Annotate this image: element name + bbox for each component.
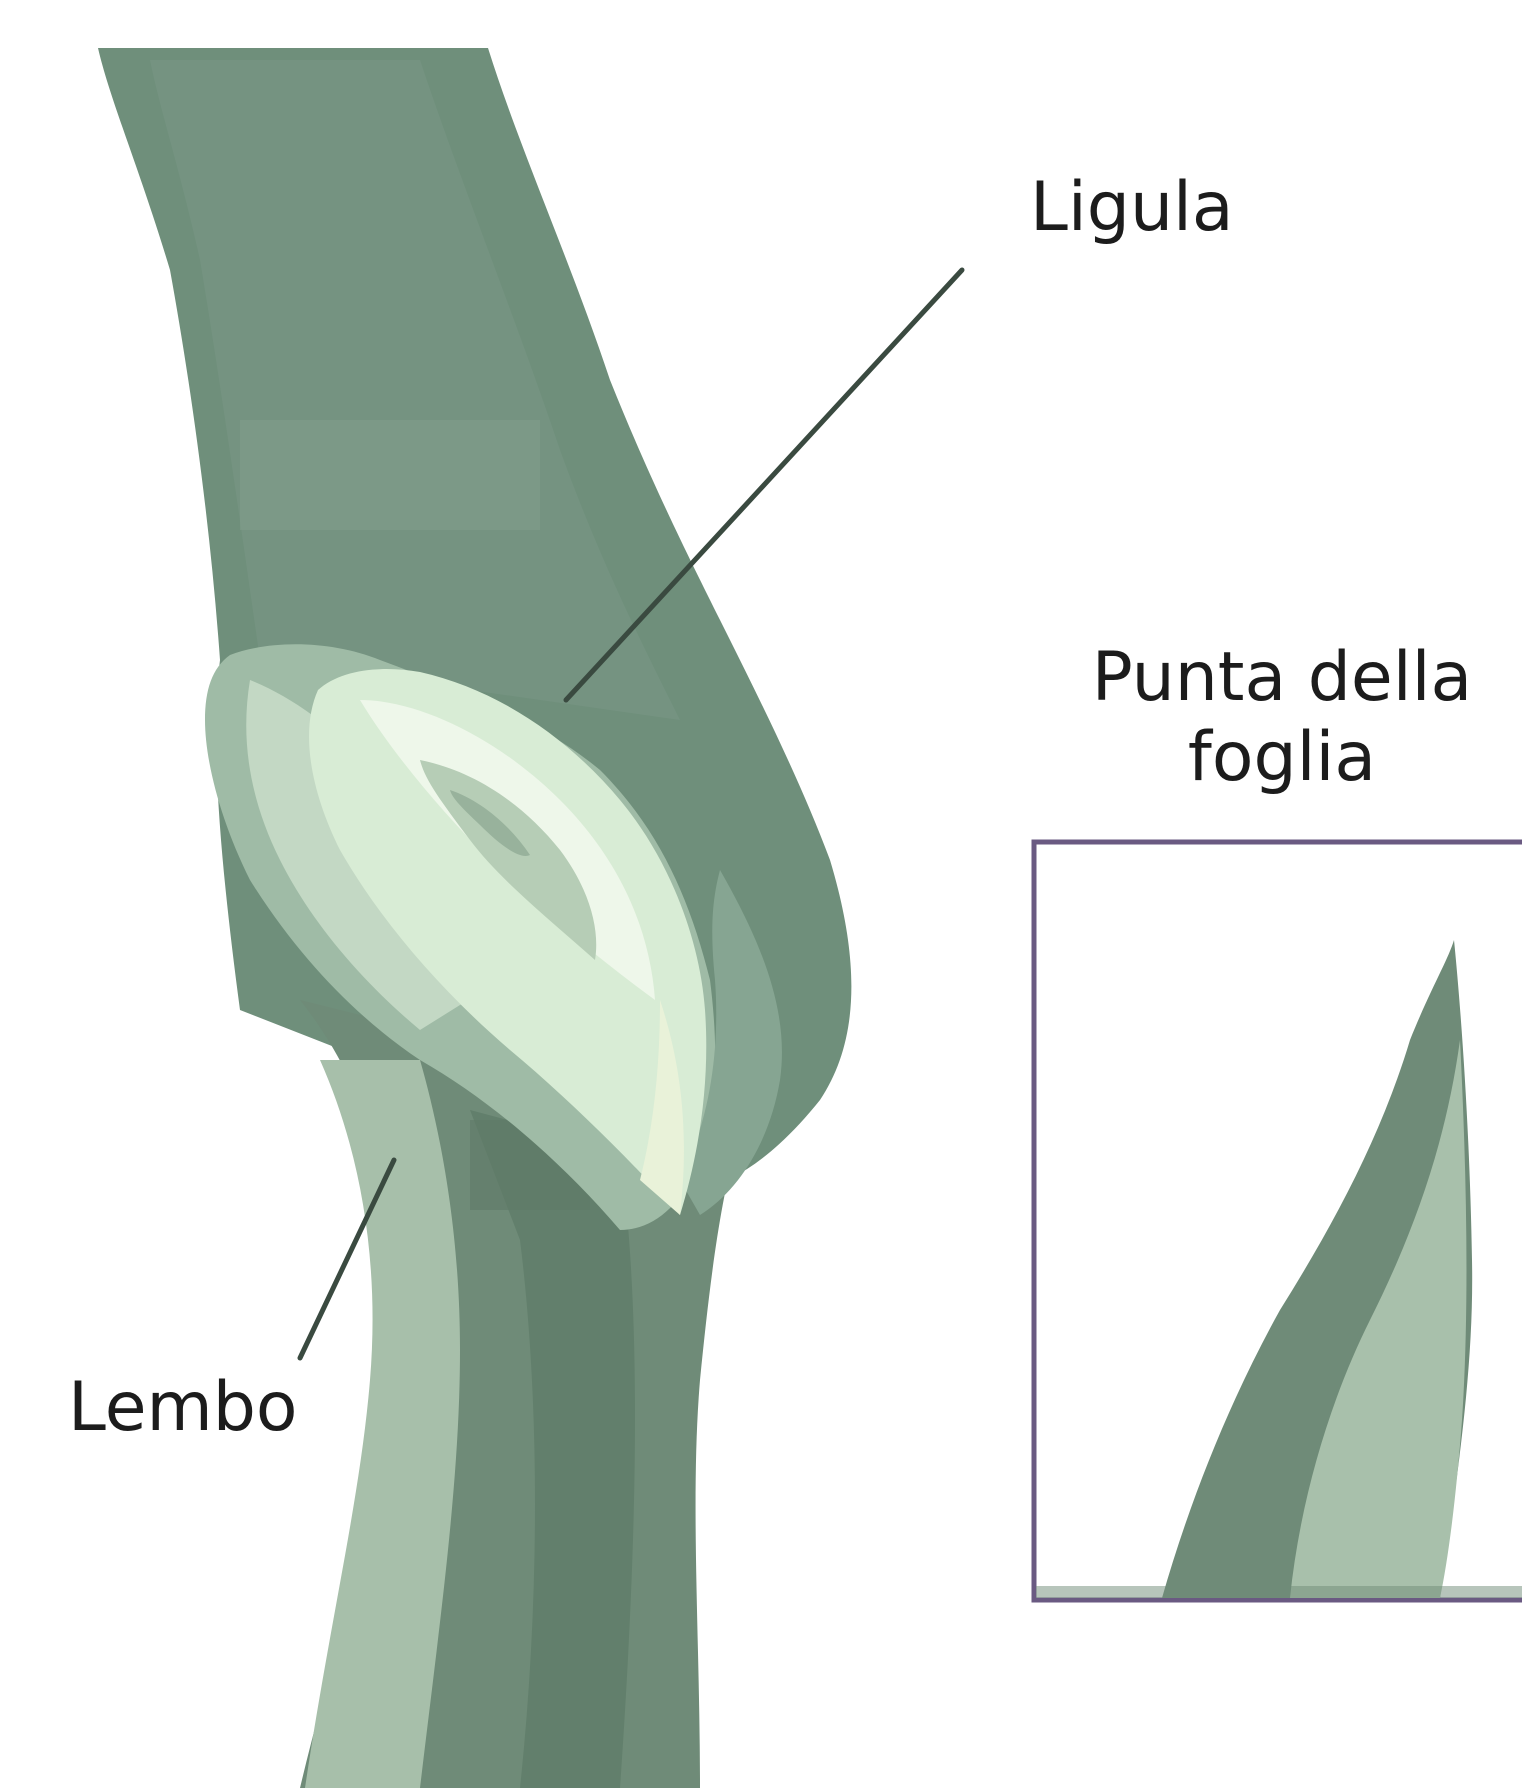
lembo-label: Lembo <box>68 1368 298 1448</box>
leaf-tip-label-line2: foglia <box>1042 718 1522 798</box>
leaf-tip-label-line1: Punta della <box>1042 638 1522 718</box>
leaf-tip-label: Punta della foglia <box>1042 638 1522 798</box>
ligula-label: Ligula <box>1030 168 1234 248</box>
leaf-tip-inset <box>1034 842 1522 1600</box>
